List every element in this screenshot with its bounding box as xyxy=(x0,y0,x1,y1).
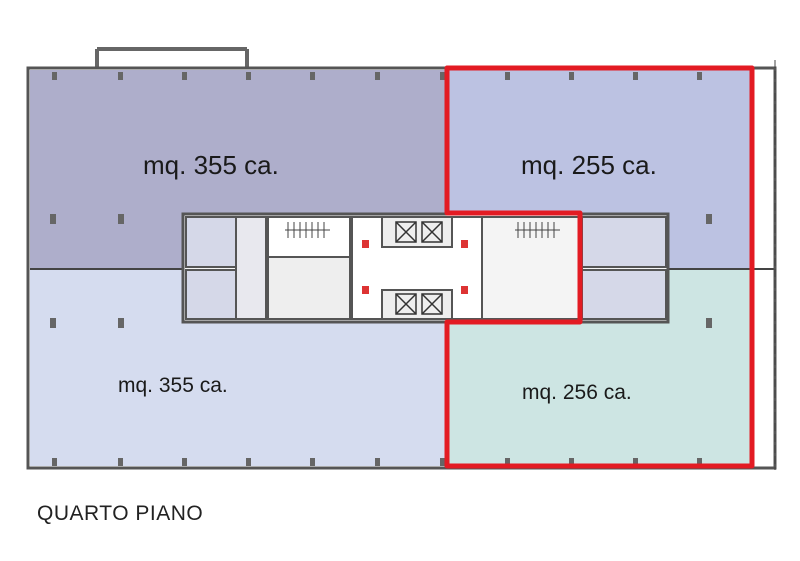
area-label-bottom-right: mq. 256 ca. xyxy=(522,381,632,404)
columns xyxy=(50,72,712,466)
area-label-top-left: mq. 355 ca. xyxy=(143,150,279,180)
terrace-outline xyxy=(95,47,249,68)
service-core xyxy=(181,212,670,324)
area-label-top-right: mq. 255 ca. xyxy=(521,150,657,180)
highlighted-units-outline xyxy=(444,65,755,469)
outer-wall xyxy=(26,66,777,470)
floor-title: QUARTO PIANO xyxy=(37,502,204,525)
area-label-bottom-left: mq. 355 ca. xyxy=(118,374,228,397)
